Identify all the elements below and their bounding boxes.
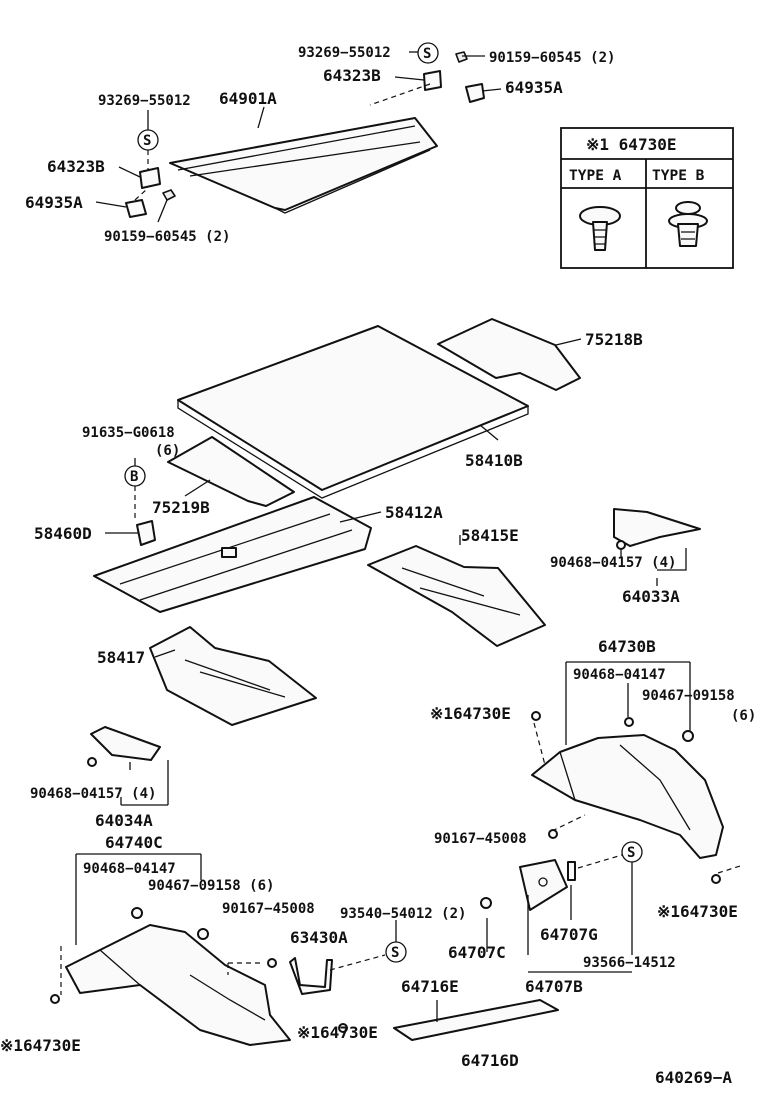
clip-type-b-icon (668, 201, 708, 247)
label-64716d: 64716D (461, 1051, 519, 1070)
label-64707c: 64707C (448, 943, 506, 962)
b-symbol: B (124, 465, 146, 487)
label-64935a-top: 64935A (505, 78, 563, 97)
svg-text:B: B (130, 469, 138, 485)
label-64740c: 64740C (105, 833, 163, 852)
label-64707g: 64707G (540, 925, 598, 944)
label-93540: 93540−54012 (2) (340, 906, 466, 922)
label-90159-left: 90159−60545 (2) (104, 229, 230, 245)
label-64901a: 64901A (219, 89, 277, 108)
label-63430a: 63430A (290, 928, 348, 947)
mat-75218b-part (437, 318, 581, 391)
s-symbol-top: S (417, 42, 439, 64)
svg-text:S: S (627, 845, 635, 861)
label-90467-right: 90467−09158 (642, 688, 735, 704)
svg-text:S: S (423, 46, 431, 62)
mat-75219b-part (167, 436, 295, 507)
top-clip-part (423, 51, 485, 103)
label-58417: 58417 (97, 648, 145, 667)
label-91635: 91635−G0618 (82, 425, 175, 441)
legend-title: ※1 64730E (586, 135, 676, 154)
label-93269-top: 93269−55012 (298, 45, 391, 61)
bracket-58460d-part (136, 520, 156, 546)
bracket-64034a-part (90, 726, 161, 761)
label-90467-right-qty: (6) (731, 708, 756, 724)
label-91635-qty: (6) (155, 443, 180, 459)
label-90468-left: 90468−04157 (4) (30, 786, 156, 802)
rail-64716d-part (393, 999, 559, 1041)
label-58412a: 58412A (385, 503, 443, 522)
tray-58412a-part (93, 496, 372, 613)
label-75218b: 75218B (585, 330, 643, 349)
bracket-63430a-part (289, 957, 333, 995)
s-symbol-left: S (137, 129, 159, 151)
label-64730b: 64730B (598, 637, 656, 656)
label-64323b-left: 64323B (47, 157, 105, 176)
label-90468-04147-right: 90468−04147 (573, 667, 666, 683)
label-90167-left: 90167−45008 (222, 901, 315, 917)
label-90468-right: 90468−04157 (4) (550, 555, 676, 571)
label-58415e: 58415E (461, 526, 519, 545)
label-64323b-top: 64323B (323, 66, 381, 85)
deck-board-part (177, 325, 529, 499)
label-64034a: 64034A (95, 811, 153, 830)
svg-text:S: S (391, 945, 399, 961)
label-64033a: 64033A (622, 587, 680, 606)
svg-text:S: S (143, 133, 151, 149)
bracket-64033a-part (613, 508, 701, 547)
left-side-trim-part (65, 924, 291, 1046)
tray-58417-part (149, 626, 317, 726)
label-164730e-left: ※164730E (0, 1036, 81, 1055)
label-58460d: 58460D (34, 524, 92, 543)
legend-type-b: TYPE B (652, 168, 705, 184)
label-58410b: 58410B (465, 451, 523, 470)
fastener-set (50, 540, 721, 1033)
label-93566: 93566−14512 (583, 955, 676, 971)
label-90167-right: 90167−45008 (434, 831, 527, 847)
label-90467-left: 90467−09158 (6) (148, 878, 274, 894)
label-164730e-right-2: ※164730E (657, 902, 738, 921)
label-64707b: 64707B (525, 977, 583, 996)
tray-58415e-part (367, 545, 546, 647)
type-legend-table: ※1 64730E TYPE A TYPE B (560, 127, 734, 269)
left-clip-part (125, 167, 176, 218)
label-164730e-right-1: ※164730E (430, 704, 511, 723)
label-164730e-center: ※164730E (297, 1023, 378, 1042)
label-93269-left: 93269−55012 (98, 93, 191, 109)
diagram-code: 640269−A (655, 1068, 732, 1087)
tonneau-cover-part (169, 117, 438, 214)
s-symbol-right: S (621, 841, 643, 863)
label-64716e: 64716E (401, 977, 459, 996)
clip-type-a-icon (579, 206, 621, 251)
label-75219b: 75219B (152, 498, 210, 517)
cover-64707c-part (519, 859, 568, 911)
label-90159-top: 90159−60545 (2) (489, 50, 615, 66)
label-90468-04147-left: 90468−04147 (83, 861, 176, 877)
legend-type-a: TYPE A (569, 168, 622, 184)
s-symbol-center: S (385, 941, 407, 963)
right-side-trim-part (531, 734, 724, 859)
label-64935a-left: 64935A (25, 193, 83, 212)
